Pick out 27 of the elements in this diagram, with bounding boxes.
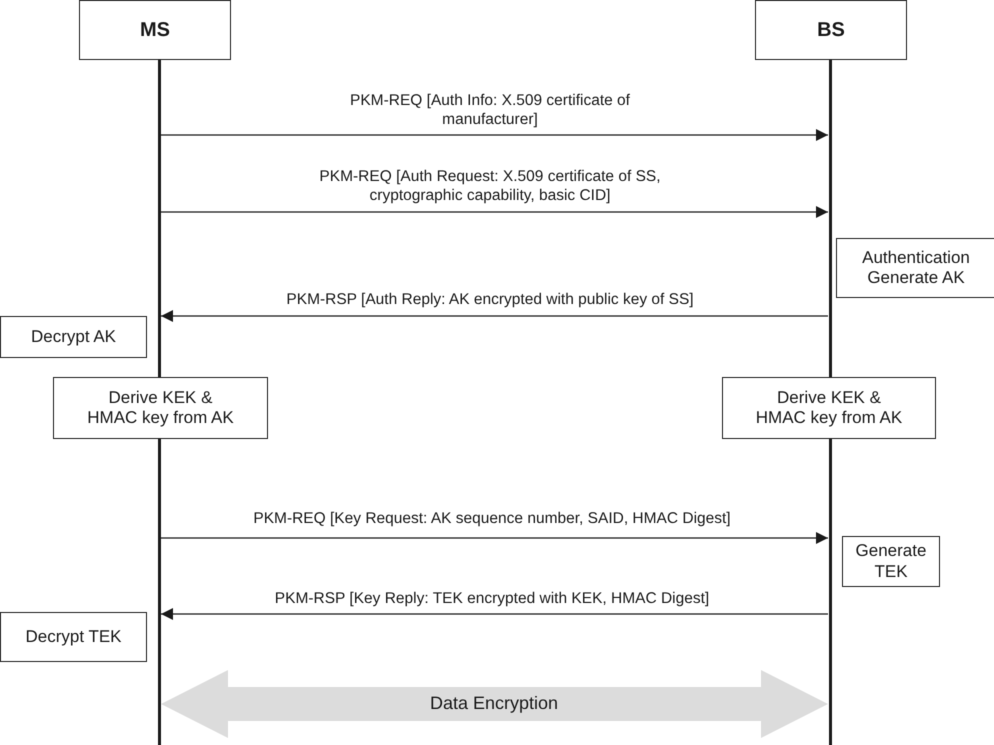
edge-label: PKM-REQ [Auth Request: X.509 certificate of SS, cryptographic capability, basic CID] [318,167,662,206]
edge-label: PKM-REQ [Key Request: AK sequence number, SAID, HMAC Digest] [252,509,732,528]
edge-label: PKM-REQ [Auth Info: X.509 certificate of manufacturer] [349,91,631,130]
edge-label: PKM-RSP [Key Reply: TEK encrypted with KEK, HMAC Digest] [274,589,710,608]
process-box [842,536,940,587]
process-box [53,377,268,439]
message-arrow [161,206,828,218]
box-text: MS [140,18,170,42]
box-text: Generate TEK [854,541,928,582]
process-box [836,238,994,298]
edge-label: Data Encryption [428,692,560,714]
box-text: Derive KEK & HMAC key from AK [86,388,235,428]
message-arrow [161,310,828,322]
box-text: BS [817,18,845,42]
process-box [0,316,147,358]
message-arrow [161,608,828,620]
box-text: Decrypt TEK [25,626,122,648]
process-box [722,377,936,439]
box-text: Decrypt AK [30,326,116,348]
edge-label: PKM-RSP [Auth Reply: AK encrypted with public key of SS] [285,290,695,310]
process-box [0,612,147,662]
double-arrow [161,670,828,738]
message-arrow [161,532,828,544]
message-arrow [161,129,828,141]
box-text: Generate AK [867,268,965,288]
box-text: Authentication [862,248,970,268]
box-text: Derive KEK & HMAC key from AK [754,388,904,428]
